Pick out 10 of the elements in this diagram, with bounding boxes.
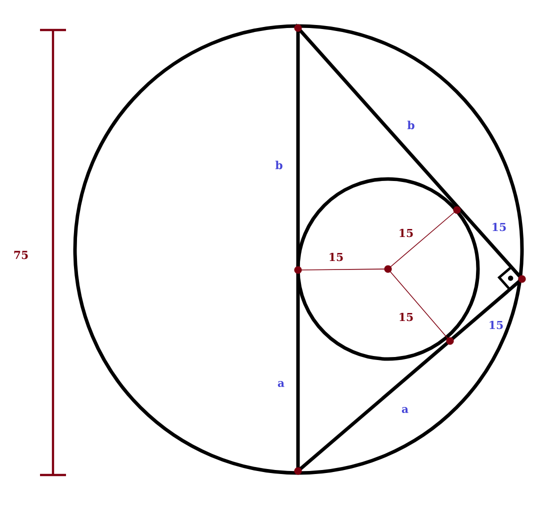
measurement-label: b [275,160,282,170]
measurement-label: 15 [490,320,503,330]
measurement-label: 15 [400,312,413,322]
measurement-label: a [278,381,284,387]
measurement-label: 15 [330,252,343,262]
measurement-label: a [402,407,408,413]
measurement-label: 15 [492,222,506,232]
measurement-label: b [407,120,414,130]
measurement-label: 15 [400,228,413,238]
measurement-label: 75 [14,250,28,260]
